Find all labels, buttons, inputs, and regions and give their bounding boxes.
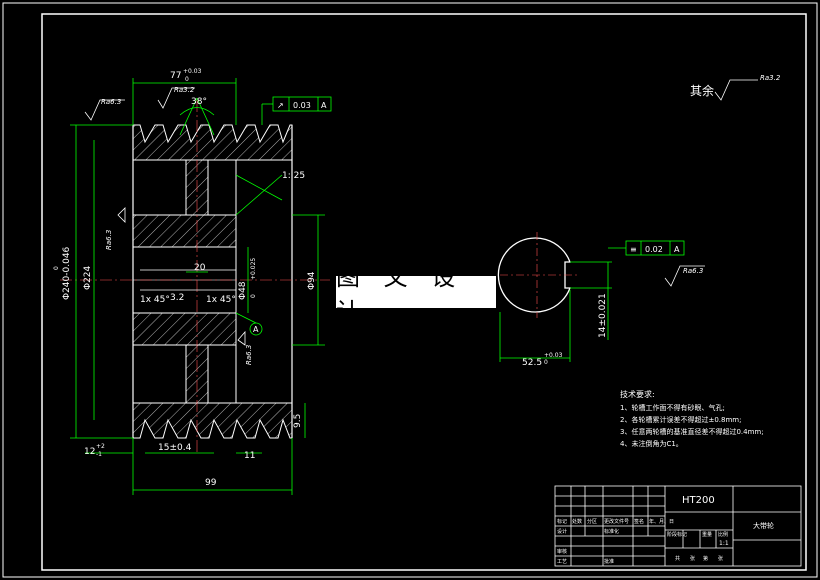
title-label-check: 审核 [557,548,567,555]
hub-upper [132,214,237,248]
dim-keyway-width: 14±0.021 [598,293,608,338]
runout-value: 0.03 [293,101,311,110]
hub-end-view [497,232,685,362]
dim-flange-tol-upper: +2 [96,443,105,450]
title-part-name: 大带轮 [753,521,774,530]
web-lower [185,344,209,404]
roughness-bore-face: Ra6.3 [245,345,253,365]
roughness-top-mid: Ra3.2 [174,86,195,94]
chamfer-left: 1x 45° [140,295,170,305]
title-label-weight: 重量 [702,531,712,538]
tech-item-2: 2、各轮槽累计误差不得超过±0.8mm; [620,415,741,424]
title-label-ratio: 比例 [718,531,728,538]
dim-groove: 11 [244,451,255,461]
title-label-date: 年、月、日 [649,518,674,525]
runout-datum: A [321,101,327,110]
dim-outer-diameter: Φ240-0.046 [62,246,72,300]
symmetry-datum: A [674,245,680,254]
hub-lower [132,312,237,346]
chamfer-right: 1x 45° [206,295,236,305]
title-block [554,485,802,567]
title-label-change-doc: 更改文件号 [604,518,629,525]
rim-bottom [132,402,293,439]
dim-1-25: 1: 25 [282,171,305,181]
dim-flange-tol-lower: -1 [96,451,102,458]
dim-total-width: 99 [205,478,217,488]
title-scale: 1:1 [719,540,729,547]
title-label-sign: 签名 [634,518,644,525]
symmetry-symbol: ≡ [630,245,637,254]
inner-border [41,13,807,571]
dim-top-width-tol-lower: 0 [185,76,189,83]
roughness-keyway: Ra6.3 [683,267,703,275]
title-material: HT200 [682,495,715,506]
dim-keyway-depth-tol-lower: 0 [544,359,548,366]
tech-item-1: 1、轮槽工作面不得有砂眼、气孔; [620,403,725,412]
dim-94: Φ94 [307,271,317,290]
dim-bore-tol: +0.025 [250,258,257,280]
tech-item-3: 3、任意两轮槽的基准直径差不得超过0.4mm; [620,427,764,436]
roughness-symbols [84,79,758,346]
runout-symbol: ↗ [277,101,284,110]
dim-top-width: 77 [170,71,181,81]
dimension-lines [70,78,332,495]
title-label-page-sheets: 张 [718,555,723,562]
pulley-section [60,100,330,455]
title-label-stage: 阶段标记 [667,531,687,538]
title-label-approve: 批准 [604,558,614,565]
dim-top-width-tol: +0.03 [183,68,202,75]
dim-pitch: 15±0.4 [158,443,192,453]
title-label-standardize: 标准化 [604,528,619,535]
dim-outer-diameter-upper: 0 [53,266,60,270]
dim-keyway-depth-tol: +0.03 [544,352,563,359]
dim-groove-depth: 9.5 [293,414,303,428]
dim-angle: 38° [191,97,207,107]
watermark: 图 文 设 计 [336,263,496,326]
dim-bore-tol-lower: 0 [250,294,257,298]
symmetry-value: 0.02 [645,245,663,254]
dim-keyway-depth: 52.5 [522,358,542,368]
tech-title: 技术要求: [620,389,655,399]
datum-label: A [253,325,259,334]
dim-3-2: 3.2 [170,293,184,303]
title-label-total: 共 [675,555,680,562]
dim-flange: 12 [84,447,95,457]
dim-bore: Φ48 [238,281,248,300]
rim-top [132,124,293,161]
roughness-top-left: Ra6.3 [101,98,121,106]
title-label-design: 设计 [557,528,567,535]
title-label-sheets: 张 [690,555,695,562]
title-label-count: 处数 [572,518,582,525]
tech-item-4: 4、未注倒角为C1。 [620,439,683,448]
roughness-rest-value: Ra3.2 [760,74,781,82]
title-label-page: 第 [703,555,708,562]
roughness-rest-label: 其余 [690,83,714,98]
title-label-zone: 分区 [587,518,597,525]
dimension-text: 77 +0.03 0 38° Φ240-0.046 0 Φ224 Φ94 Φ48… [53,68,781,565]
roughness-left-face: Ra6.3 [105,230,113,250]
title-label-process: 工艺 [557,559,567,565]
dim-web: 20 [194,263,206,273]
title-label-mark: 标记 [557,518,567,525]
dim-224: Φ224 [83,265,93,290]
